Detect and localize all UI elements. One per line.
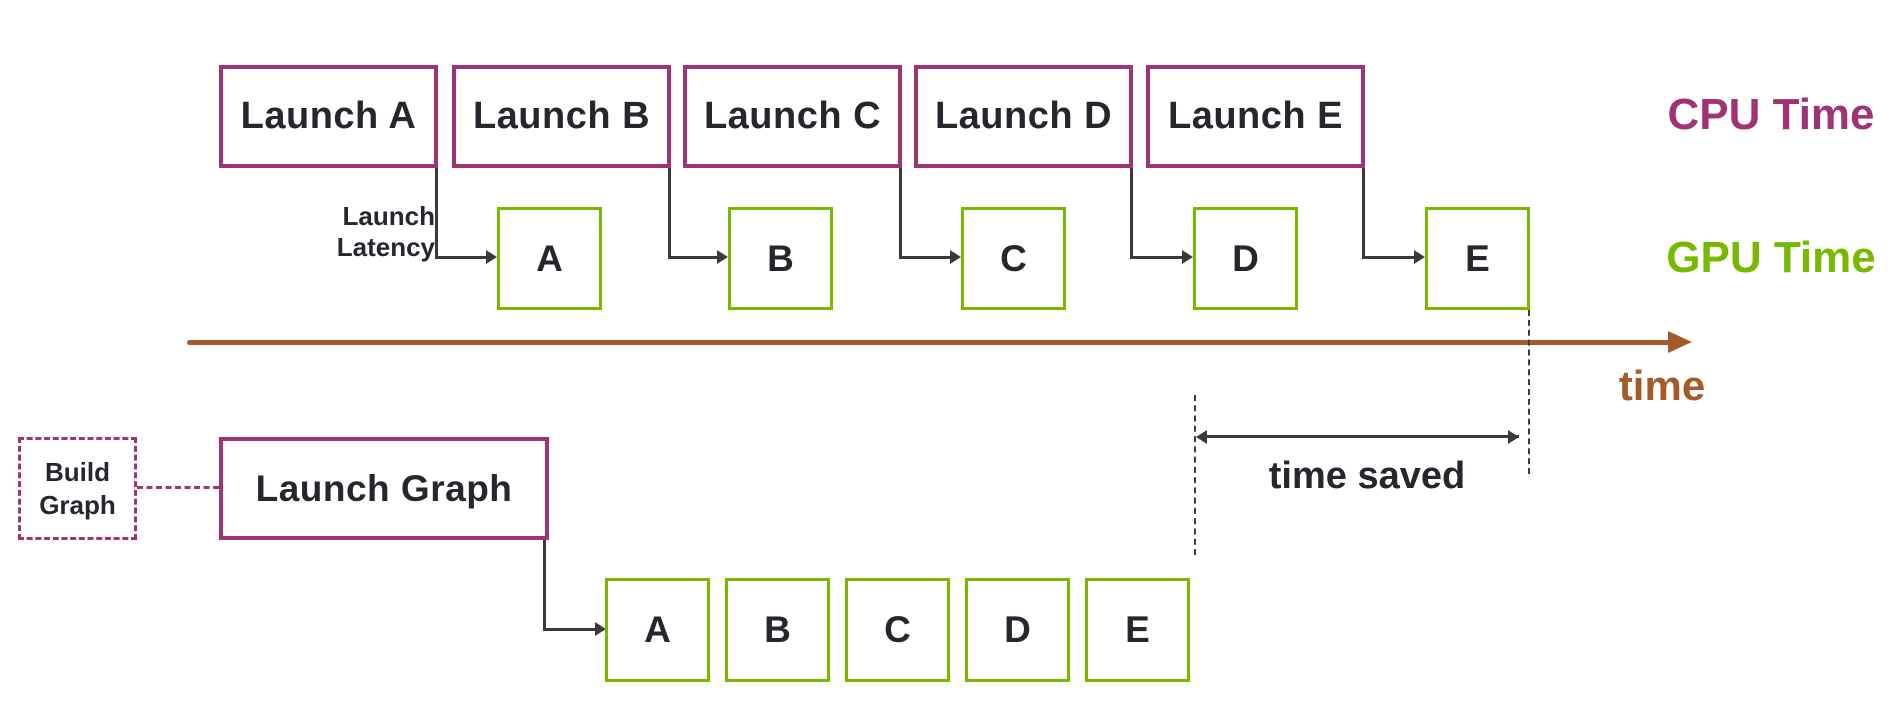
gpu-time-label: GPU Time <box>1666 233 1876 282</box>
graph-kernel-a-label: A <box>644 609 671 650</box>
arrowhead-icon <box>1414 250 1425 264</box>
launch-latency-label: Launch Latency <box>280 201 435 263</box>
build-graph-label-line2: Graph <box>39 489 116 520</box>
launch-e-label: Launch E <box>1167 95 1344 137</box>
graph-kernel-b-box: B <box>725 578 830 682</box>
time-saved-arrow-line <box>1207 435 1519 438</box>
launch-e-arrow-line <box>1362 168 1365 258</box>
arrowhead-icon <box>486 250 497 264</box>
gpu-kernel-b-box: B <box>728 207 833 310</box>
launch-latency-line1: Launch <box>342 201 435 231</box>
launch-b-arrow-line <box>668 168 671 258</box>
launch-c-arrow-line <box>899 168 902 258</box>
gpu-kernel-b-label: B <box>767 237 794 279</box>
arrowhead-icon <box>1182 250 1193 264</box>
launch-c-arrow-line <box>899 256 950 259</box>
launch-a-box: Launch A <box>219 65 438 168</box>
graph-kernel-c-label: C <box>884 609 911 650</box>
launch-b-arrow-line <box>668 256 717 259</box>
arrowhead-icon <box>717 250 728 264</box>
arrowhead-icon <box>1196 430 1207 444</box>
gpu-kernel-e-label: E <box>1465 237 1490 279</box>
gpu-kernel-a-label: A <box>536 237 563 279</box>
gpu-kernel-d-box: D <box>1193 207 1298 310</box>
launch-c-label: Launch C <box>703 95 882 137</box>
build-graph-box: Build Graph <box>18 437 137 540</box>
launch-graph-label: Launch Graph <box>255 467 513 509</box>
launch-b-label: Launch B <box>472 95 651 137</box>
time-saved-start-dashed-line <box>1194 395 1196 555</box>
launch-graph-box: Launch Graph <box>219 437 549 540</box>
arrowhead-icon <box>595 622 606 636</box>
launch-d-arrow-line <box>1130 256 1182 259</box>
launch-d-arrow-line <box>1130 168 1133 258</box>
launch-e-box: Launch E <box>1146 65 1365 168</box>
launch-a-label: Launch A <box>240 95 417 137</box>
time-axis-line <box>187 340 1670 345</box>
launch-latency-line2: Latency <box>336 232 435 262</box>
gpu-kernel-d-label: D <box>1232 237 1259 279</box>
time-saved-end-dashed-line <box>1528 310 1530 474</box>
graph-kernel-c-box: C <box>845 578 950 682</box>
arrowhead-icon <box>1508 430 1519 444</box>
graph-kernel-e-label: E <box>1125 609 1150 650</box>
launch-graph-arrow-line <box>543 540 546 630</box>
graph-kernel-b-label: B <box>764 609 791 650</box>
arrowhead-icon <box>950 250 961 264</box>
build-graph-label-line1: Build <box>45 456 110 487</box>
graph-kernel-d-label: D <box>1004 609 1031 650</box>
time-axis-label: time <box>1618 362 1706 409</box>
cpu-time-label: CPU Time <box>1667 90 1875 139</box>
launch-d-box: Launch D <box>914 65 1133 168</box>
graph-kernel-d-box: D <box>965 578 1070 682</box>
launch-graph-arrow-line <box>543 628 595 631</box>
gpu-kernel-c-label: C <box>1000 237 1027 279</box>
launch-a-arrow-line <box>435 256 486 259</box>
gpu-kernel-c-box: C <box>961 207 1066 310</box>
launch-d-label: Launch D <box>934 95 1113 137</box>
launch-a-arrow-line <box>435 168 438 258</box>
launch-b-box: Launch B <box>452 65 671 168</box>
gpu-kernel-e-box: E <box>1425 207 1530 310</box>
launch-c-box: Launch C <box>683 65 902 168</box>
gpu-kernel-a-box: A <box>497 207 602 310</box>
time-axis-arrowhead-icon <box>1668 331 1692 353</box>
build-to-launch-dashed-connector <box>137 486 219 489</box>
graph-kernel-e-box: E <box>1085 578 1190 682</box>
launch-e-arrow-line <box>1362 256 1414 259</box>
time-saved-label: time saved <box>1268 455 1466 497</box>
graph-kernel-a-box: A <box>605 578 710 682</box>
